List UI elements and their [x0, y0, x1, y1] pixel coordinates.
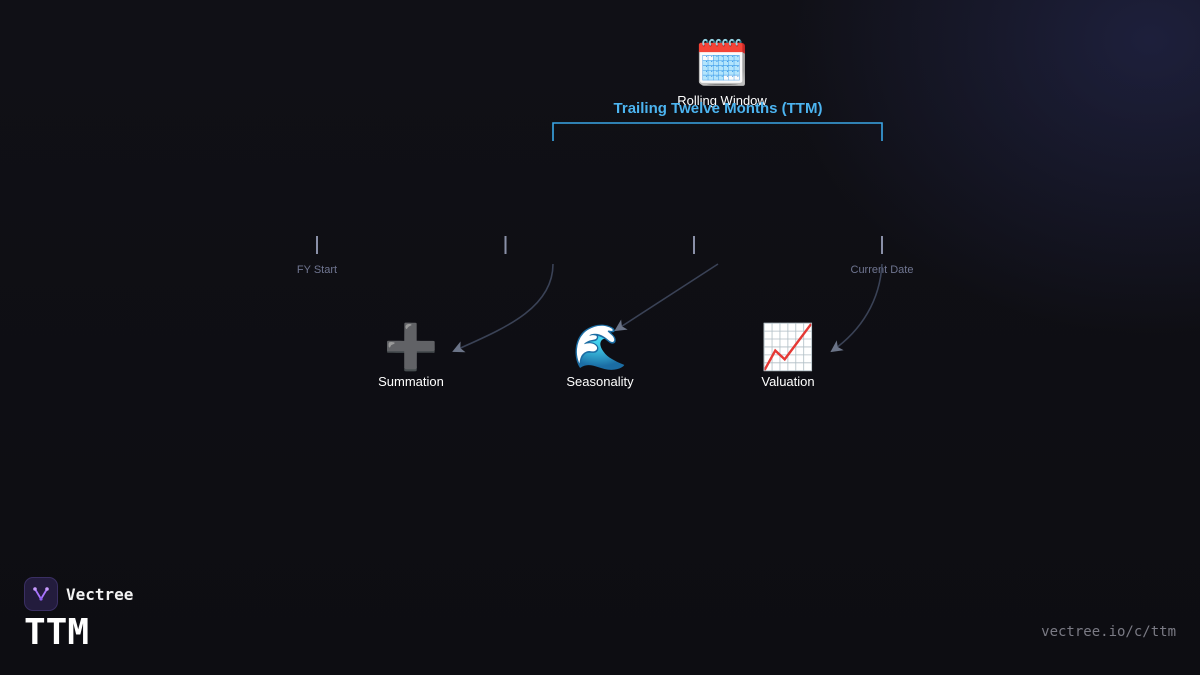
- rolling-window-label: Rolling Window: [677, 93, 767, 108]
- concept-label-valuation: Valuation: [761, 374, 814, 389]
- chart-up-icon: 📈: [761, 322, 816, 373]
- tick-label-fy-start: FY Start: [297, 264, 337, 276]
- concept-label-summation: Summation: [378, 374, 444, 389]
- brand-name: Vectree: [66, 584, 134, 604]
- vectree-logo-icon: [24, 577, 58, 611]
- page-url[interactable]: vectree.io/c/ttm: [1041, 624, 1176, 640]
- ttm-label: Trailing Twelve Months (TTM): [614, 100, 823, 117]
- brand[interactable]: Vectree: [24, 577, 133, 611]
- page-title: TTM: [24, 612, 90, 653]
- calendar-icon: 🗓️: [695, 38, 750, 89]
- arrow-to-summation: [452, 263, 554, 353]
- arrow-to-seasonality: [614, 263, 719, 332]
- concept-label-seasonality: Seasonality: [566, 374, 634, 389]
- wave-icon: 🌊: [573, 322, 628, 373]
- ttm-bracket: [552, 122, 883, 141]
- plus-icon: ➕: [384, 322, 439, 373]
- arrow-to-valuation: [830, 263, 883, 353]
